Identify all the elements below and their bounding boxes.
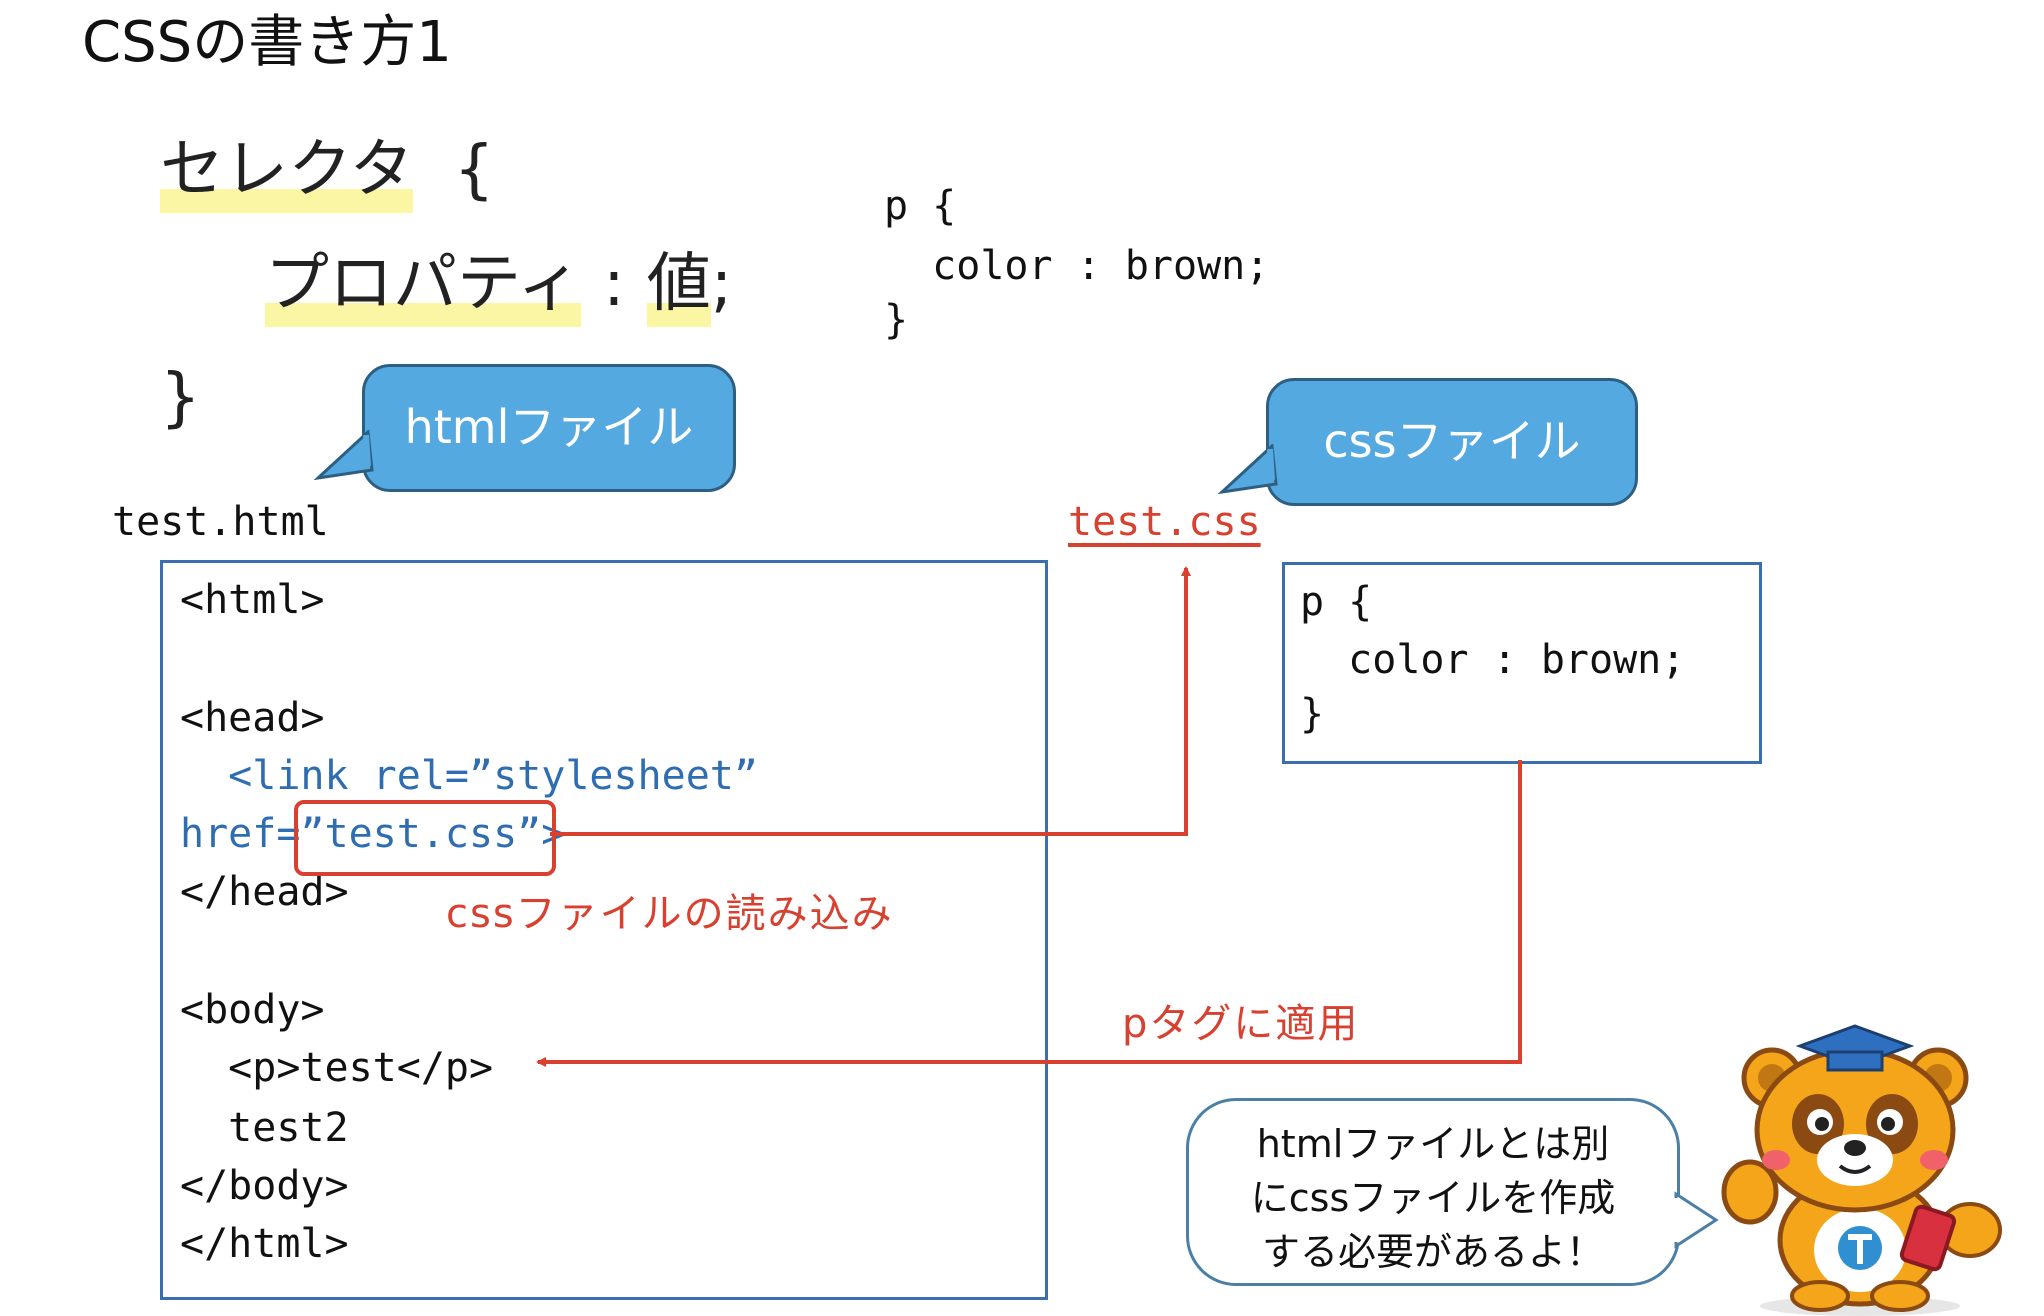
example-line-3: } <box>884 297 909 343</box>
html-filename: test.html <box>112 499 329 545</box>
html-file-bubble-label: htmlファイル <box>404 400 694 454</box>
html-file-bubble: htmlファイル <box>362 364 736 492</box>
syntax-open-brace: { <box>453 133 495 207</box>
load-arrow <box>550 566 1191 836</box>
css-bubble-tail <box>1217 444 1278 494</box>
css-line-2: color : brown; <box>1300 637 1686 683</box>
load-annotation: cssファイルの読み込み <box>446 891 894 937</box>
html-line-7: <p>test</p> <box>180 1045 494 1091</box>
syntax-value: 値 <box>646 247 711 327</box>
syntax-colon: : <box>603 247 625 321</box>
html-line-4-href: href= <box>180 811 301 857</box>
html-line-3: <link rel=”stylesheet” <box>180 753 758 799</box>
speech-line-3: する必要があるよ！ <box>1261 1230 1604 1274</box>
syntax-selector-line: セレクタ { <box>160 130 495 213</box>
css-line-1: p { <box>1300 579 1373 625</box>
html-line-4: href=”test.css”> <box>180 810 565 858</box>
html-line-1: <html> <box>180 577 325 623</box>
speech-line-1: htmlファイルとは別 <box>1256 1122 1610 1166</box>
html-bubble-tail <box>313 430 374 480</box>
example-line-1: p { <box>884 183 957 229</box>
css-file-bubble-label: cssファイル <box>1323 414 1581 468</box>
html-line-2: <head> <box>180 695 325 741</box>
html-line-4-file: ”test.css” <box>300 811 542 857</box>
mascot-bear-icon <box>1721 1024 2002 1316</box>
mascot-speech-bubble: htmlファイルとは別 にcssファイルを作成 する必要があるよ！ <box>1186 1098 1680 1286</box>
page-title: CSSの書き方1 <box>82 10 452 75</box>
html-line-9: </body> <box>180 1163 349 1209</box>
syntax-semicolon: ; <box>710 247 733 321</box>
speech-line-2: にcssファイルを作成 <box>1250 1176 1616 1220</box>
example-line-2: color : brown; <box>884 243 1270 289</box>
css-file-bubble: cssファイル <box>1266 378 1638 506</box>
css-code-box <box>1282 562 1762 764</box>
syntax-property-line: プロパティ: 値; <box>265 244 733 327</box>
syntax-close-brace: } <box>160 361 201 435</box>
speech-tail <box>1672 1191 1719 1249</box>
css-line-3: } <box>1300 691 1325 737</box>
css-filename: test.css <box>1068 499 1261 545</box>
syntax-property: プロパティ <box>265 247 582 327</box>
html-line-6: <body> <box>180 987 325 1033</box>
apply-arrow <box>536 760 1522 1067</box>
syntax-selector: セレクタ <box>160 133 414 213</box>
html-line-5: </head> <box>180 869 349 915</box>
html-line-10: </html> <box>180 1221 349 1267</box>
link-href-highlight <box>294 800 556 876</box>
html-line-8: test2 <box>180 1105 349 1151</box>
html-code-box <box>160 560 1048 1300</box>
apply-annotation: pタグに適用 <box>1104 998 1378 1050</box>
